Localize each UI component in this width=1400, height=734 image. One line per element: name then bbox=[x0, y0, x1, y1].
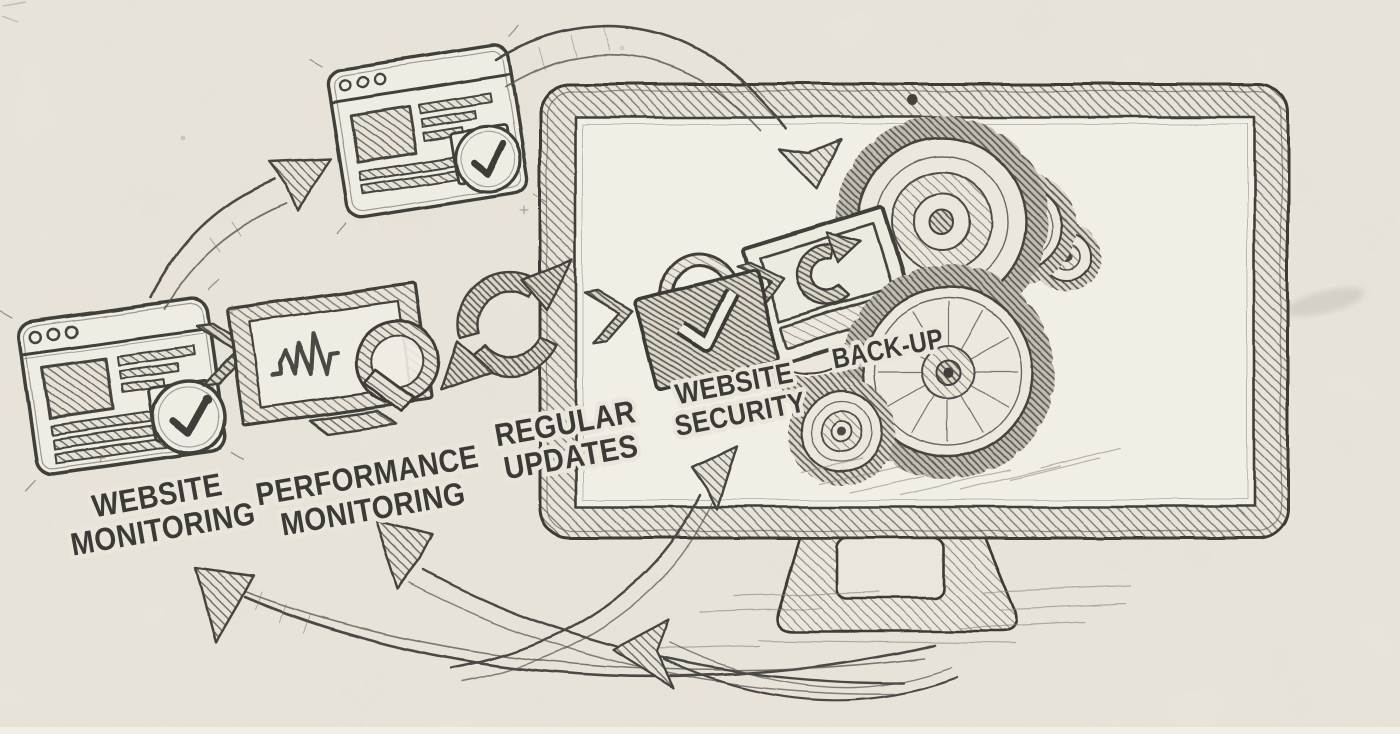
padlock-checkmark-icon bbox=[633, 252, 781, 393]
gear-icon bbox=[840, 264, 1056, 480]
gears-cluster-front bbox=[788, 264, 1121, 496]
paper-bottom-edge bbox=[0, 727, 1400, 734]
corner-ticks bbox=[0, 278, 245, 492]
browser-checkmark-icon bbox=[308, 25, 547, 235]
browser-dots bbox=[338, 72, 387, 91]
checkmark-icon bbox=[169, 397, 210, 437]
pulse-line-icon bbox=[269, 331, 340, 378]
step-label-performance-monitoring: PERFORMANCE MONITORING bbox=[249, 435, 485, 547]
monitor-stand-small bbox=[309, 409, 398, 436]
monitor-stand bbox=[619, 536, 1131, 651]
browser-dots bbox=[29, 324, 79, 344]
corner-ticks bbox=[308, 25, 547, 235]
sketch-arrow-up-right bbox=[450, 444, 739, 682]
sketch-arrow-into-monitor bbox=[494, 25, 843, 190]
sketch-arrow-bottom-long bbox=[194, 566, 937, 678]
browser-checkmark-icon bbox=[0, 278, 245, 492]
webcam-dot-icon bbox=[907, 94, 919, 106]
magnifier-icon bbox=[354, 319, 440, 413]
sparkle-marks bbox=[95, 205, 529, 463]
checkmark-icon bbox=[678, 290, 736, 349]
checkmark-icon bbox=[470, 140, 506, 178]
circular-restore-arrow-icon bbox=[795, 243, 850, 306]
gear-spokes bbox=[877, 301, 1019, 443]
sketch-arrow-left bbox=[611, 618, 960, 702]
sketch-arrows bbox=[148, 25, 960, 702]
gear-icon bbox=[788, 377, 896, 485]
sketch-arrow-to-top-icon bbox=[148, 157, 334, 310]
refresh-arrows-icon bbox=[439, 258, 575, 392]
monitor-pulse-magnifier-icon bbox=[226, 281, 440, 436]
gear-shadow-hatch bbox=[801, 447, 1121, 496]
